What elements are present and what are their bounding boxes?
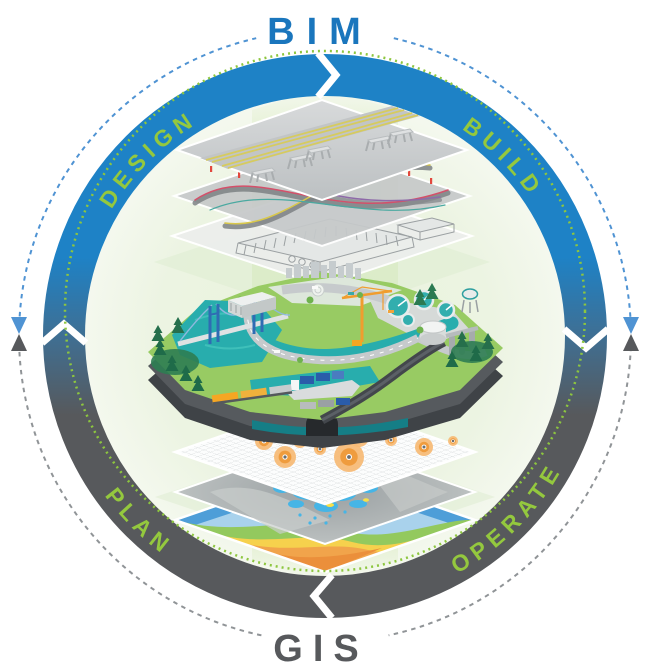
flow-chevrons: [39, 50, 611, 621]
integration-marker-left: [11, 317, 27, 351]
helipad: [311, 283, 325, 297]
flow-chevron-down-icon: [561, 326, 611, 353]
dashed-arc-gray-right: [388, 346, 632, 637]
lifecycle-ring: [43, 54, 607, 618]
vehicles: [274, 286, 394, 353]
bridge-deck-layer: [173, 98, 471, 202]
train: [211, 384, 293, 405]
ring-interior: [84, 95, 566, 577]
triangle-up-icon: [11, 334, 27, 351]
buildings: [228, 292, 276, 318]
triangle-down-icon: [623, 317, 639, 334]
triangle-down-icon: [11, 317, 27, 334]
gis-title: GIS: [273, 628, 368, 669]
dashed-arc-blue-left: [18, 37, 257, 326]
flow-chevron-up-icon: [39, 319, 89, 346]
harbor: [211, 371, 360, 409]
green-dotted-circle: [63, 49, 587, 573]
dashed-arc-blue-right: [393, 37, 632, 326]
flow-chevron-left-icon: [309, 572, 335, 621]
triangle-up-icon: [623, 334, 639, 351]
trees: [151, 283, 495, 391]
bim-title: BIM: [267, 11, 373, 53]
water-tower: [461, 288, 479, 313]
dashed-arc-gray-left: [18, 346, 262, 637]
outer-dashed-circle: [18, 37, 632, 637]
flow-chevron-right-icon: [315, 50, 341, 100]
skyline: [286, 261, 361, 279]
integration-marker-right: [623, 317, 639, 351]
city-illustration: [148, 261, 503, 448]
